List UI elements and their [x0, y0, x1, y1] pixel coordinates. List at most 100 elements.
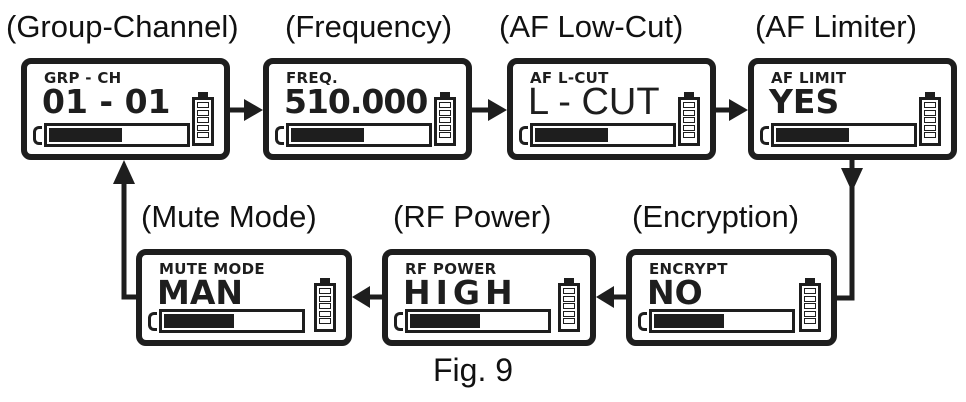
audio-level-fill: [535, 128, 608, 142]
battery-cell: [197, 124, 209, 131]
battery-cell: [683, 102, 695, 108]
arrow-freq-to-lcut: [472, 99, 507, 121]
caption-group-channel: (Group-Channel): [6, 9, 239, 44]
battery-cell: [197, 132, 209, 138]
mic-plug-icon: [275, 126, 284, 145]
caption-rf-power: (RF Power): [393, 199, 552, 234]
mic-plug-icon: [33, 126, 42, 145]
screen-value: NO: [647, 273, 703, 312]
caption-af-limiter: (AF Limiter): [755, 9, 917, 44]
audio-level-bar: [649, 309, 795, 333]
battery-cell: [197, 117, 209, 123]
figure-caption: Fig. 9: [433, 352, 514, 388]
battery-cell: [319, 310, 331, 317]
battery-cell: [439, 117, 451, 123]
screen-label: AF L-CUT: [530, 69, 609, 87]
battery-cell: [319, 318, 331, 324]
battery-cell: [804, 310, 816, 317]
audio-level-bar: [44, 123, 190, 147]
lcd-screen-mute-mode: MUTE MODE MAN: [136, 249, 352, 346]
audio-level-meter: [148, 309, 308, 333]
battery-cell: [563, 303, 575, 309]
mic-plug-icon: [394, 312, 403, 331]
battery-cell: [683, 124, 695, 131]
audio-level-meter: [275, 123, 435, 147]
caption-encryption: (Encryption): [632, 199, 800, 234]
arrow-mute-to-grpch: [113, 160, 136, 300]
battery-cell: [924, 102, 936, 108]
battery-cell: [439, 124, 451, 131]
audio-level-meter: [760, 123, 920, 147]
audio-level-fill: [291, 128, 364, 142]
screen-value: 510.000: [284, 82, 428, 121]
arrow-grpch-to-freq: [230, 99, 263, 121]
lcd-screen-rf-power: RF POWER HIGH: [382, 249, 596, 346]
battery-cell: [439, 109, 451, 116]
mic-plug-icon: [519, 126, 528, 145]
battery-icon: [192, 92, 214, 146]
arrow-encrypt-to-rfpower: [596, 286, 626, 308]
mic-plug-icon: [760, 126, 769, 145]
battery-cell: [563, 295, 575, 302]
screen-value: L - CUT: [528, 81, 660, 123]
lcd-screen-frequency: FREQ. 510.000: [263, 58, 472, 160]
screen-value: YES: [769, 82, 840, 121]
audio-level-bar: [405, 309, 551, 333]
battery-icon: [558, 278, 580, 332]
battery-cell: [804, 318, 816, 324]
audio-level-meter: [638, 309, 798, 333]
battery-cell: [319, 295, 331, 302]
battery-cell: [319, 288, 331, 294]
battery-cell: [563, 288, 575, 294]
screen-label: FREQ.: [286, 69, 338, 87]
lcd-screen-group-channel: GRP - CH 01 - 01: [21, 58, 230, 160]
audio-level-meter: [33, 123, 193, 147]
battery-cell: [804, 303, 816, 309]
battery-cell: [804, 295, 816, 302]
arrow-rfpower-to-mute: [352, 286, 382, 308]
audio-level-meter: [519, 123, 679, 147]
audio-level-fill: [49, 128, 122, 142]
lcd-screen-af-limiter: AF LIMIT YES: [748, 58, 957, 160]
battery-cell: [683, 132, 695, 138]
arrow-lcut-to-limit: [716, 99, 748, 121]
audio-level-fill: [410, 314, 480, 328]
caption-frequency: (Frequency): [285, 9, 453, 44]
battery-cell: [924, 132, 936, 138]
battery-cell: [319, 303, 331, 309]
screen-label: ENCRYPT: [649, 260, 728, 278]
battery-cell: [439, 102, 451, 108]
screen-value: MAN: [157, 273, 243, 312]
lcd-screen-af-low-cut: AF L-CUT L - CUT: [507, 58, 716, 160]
screen-label: RF POWER: [405, 260, 497, 278]
audio-level-bar: [286, 123, 432, 147]
battery-icon: [434, 92, 456, 146]
caption-af-low-cut: (AF Low-Cut): [499, 9, 684, 44]
screen-label: AF LIMIT: [771, 69, 847, 87]
lcd-screen-encryption: ENCRYPT NO: [626, 249, 837, 346]
audio-level-bar: [530, 123, 676, 147]
screen-value: HIGH: [403, 273, 518, 312]
arrow-limit-to-encrypt: [837, 160, 863, 301]
audio-level-fill: [776, 128, 849, 142]
battery-cell: [563, 318, 575, 324]
screen-label: MUTE MODE: [159, 260, 265, 278]
battery-cell: [563, 310, 575, 317]
battery-icon: [678, 92, 700, 146]
battery-icon: [314, 278, 336, 332]
battery-cell: [924, 109, 936, 116]
audio-level-meter: [394, 309, 554, 333]
battery-cell: [197, 102, 209, 108]
battery-cell: [924, 124, 936, 131]
battery-icon: [919, 92, 941, 146]
battery-cell: [197, 109, 209, 116]
audio-level-fill: [654, 314, 724, 328]
mic-plug-icon: [638, 312, 647, 331]
audio-level-bar: [159, 309, 305, 333]
battery-icon: [799, 278, 821, 332]
battery-cell: [683, 117, 695, 123]
battery-cell: [924, 117, 936, 123]
battery-cell: [683, 109, 695, 116]
caption-mute-mode: (Mute Mode): [141, 199, 317, 234]
